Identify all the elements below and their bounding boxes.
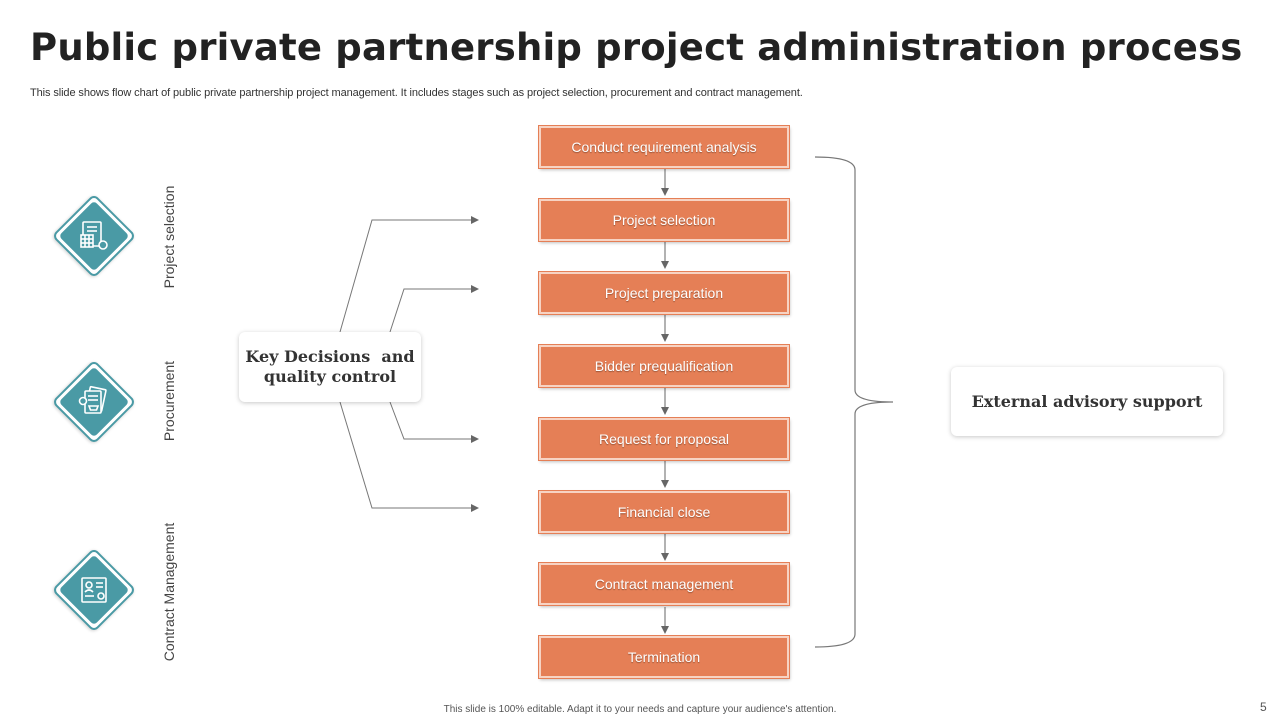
phase-label-procurement: Procurement <box>161 360 177 442</box>
step-conduct-requirement-analysis: Conduct requirement analysis <box>539 126 789 168</box>
branch-line <box>339 216 479 333</box>
step-project-selection: Project selection <box>539 199 789 241</box>
key-decisions-line1: Key Decisions and <box>245 347 415 366</box>
branch-line <box>389 285 479 333</box>
calculator-document-icon <box>51 193 137 279</box>
external-advisory-card: External advisory support <box>951 367 1223 436</box>
documents-cart-icon <box>51 359 137 445</box>
page-subtitle: This slide shows flow chart of public pr… <box>30 87 803 99</box>
page-title: Public private partnership project admin… <box>30 26 1243 69</box>
branch-line <box>389 401 479 443</box>
footer-note: This slide is 100% editable. Adapt it to… <box>443 704 837 715</box>
step-termination: Termination <box>539 636 789 678</box>
right-brace <box>814 156 894 648</box>
key-decisions-line2: quality control <box>263 367 397 386</box>
phase-label-contract-management: Contract Management <box>161 522 177 662</box>
step-bidder-prequalification: Bidder prequalification <box>539 345 789 387</box>
step-financial-close: Financial close <box>539 491 789 533</box>
key-decisions-card: Key Decisions and quality control <box>239 332 421 402</box>
step-project-preparation: Project preparation <box>539 272 789 314</box>
step-contract-management: Contract management <box>539 563 789 605</box>
page-number: 5 <box>1260 700 1267 714</box>
id-card-gear-icon <box>51 547 137 633</box>
external-advisory-label: External advisory support <box>971 392 1203 411</box>
step-request-for-proposal: Request for proposal <box>539 418 789 460</box>
branch-line <box>339 401 479 512</box>
phase-label-project-selection: Project selection <box>161 185 177 289</box>
